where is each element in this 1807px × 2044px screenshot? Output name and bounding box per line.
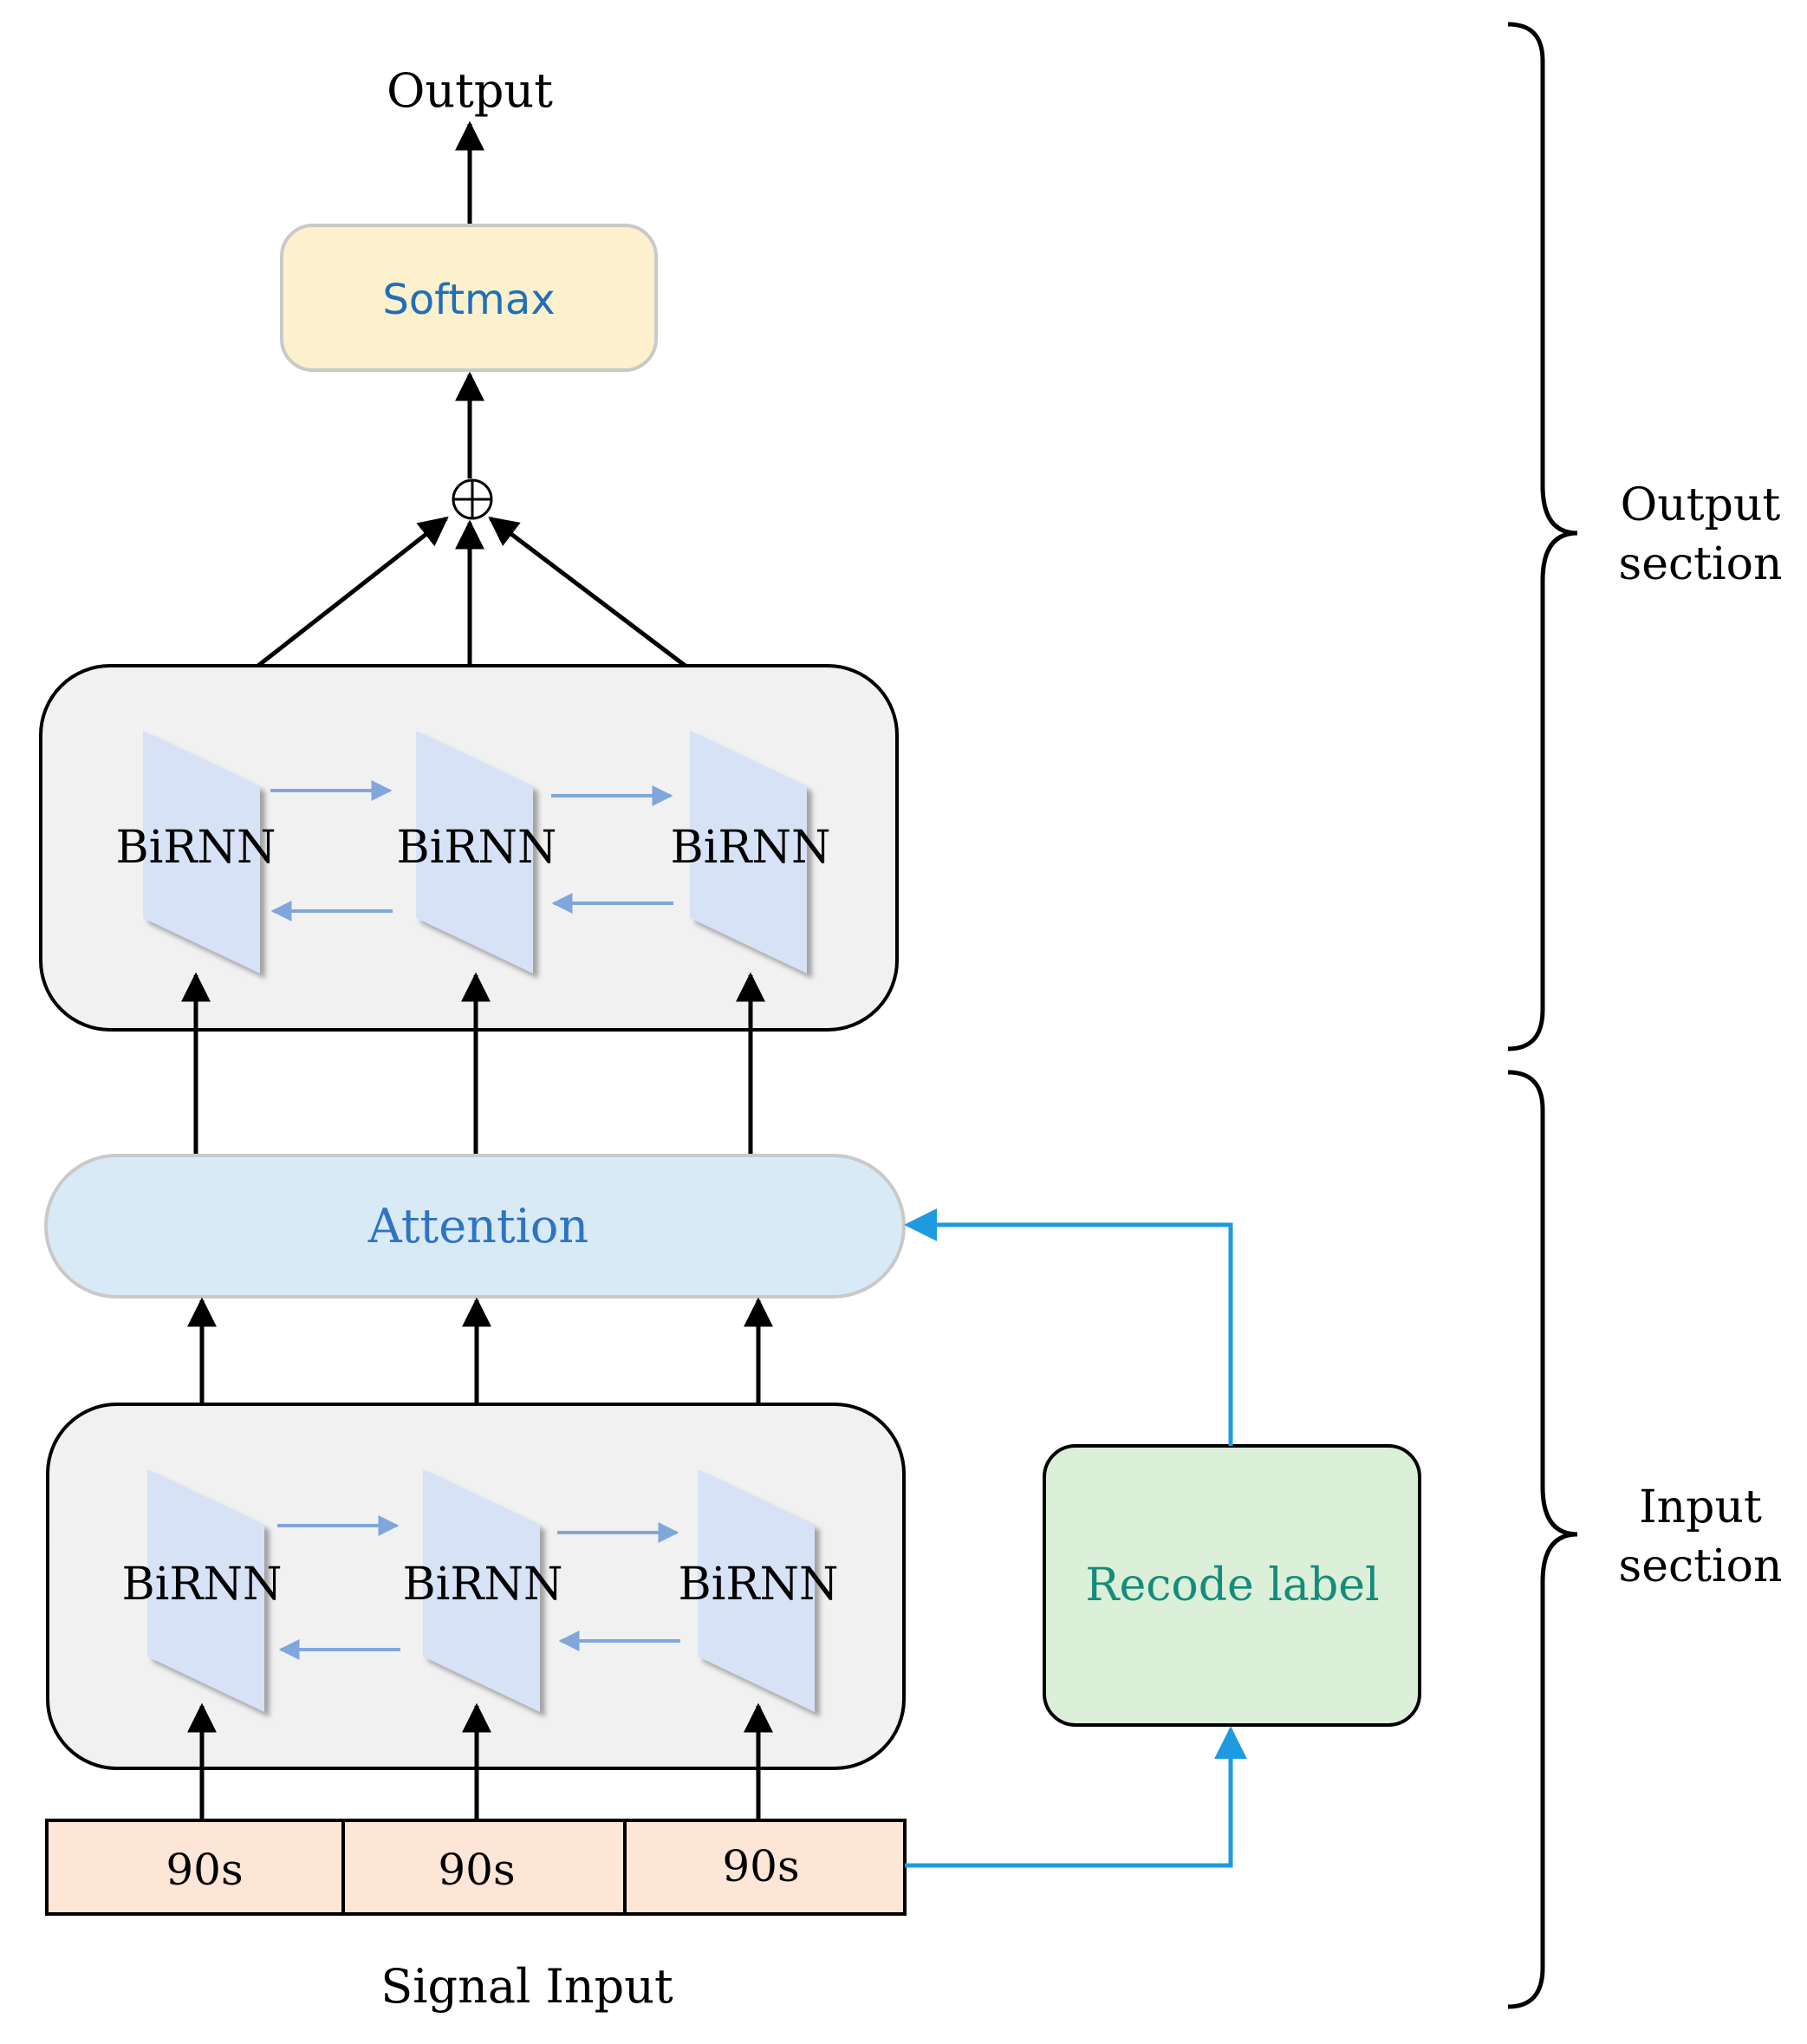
recode-to-attention-link [904,1208,1233,1446]
lower-birnn-cell-3 [698,1469,815,1712]
recode-label-box: Recode label [1043,1444,1421,1727]
upper-birnn-label-3: BiRNN [671,822,831,874]
signal-input-bar: 90s 90s 90s [45,1819,907,1916]
recode-label-text: Recode label [1085,1559,1379,1611]
softmax-box: Softmax [280,224,658,372]
attention-box: Attention [44,1154,906,1299]
lower-birnn-cell-2 [423,1469,540,1712]
attention-label: Attention [367,1199,588,1253]
upper-birnn-label-1: BiRNN [116,822,276,874]
lower-birnn-label-2: BiRNN [403,1559,563,1611]
signal-segment-1-label: 90s [166,1845,243,1895]
input-section-label-line1: Input [1639,1481,1762,1533]
input-section-brace [1507,1070,1578,2009]
signal-segment-3 [623,1819,907,1916]
lower-birnn-label-1: BiRNN [122,1559,283,1611]
upper-birnn-cell-3 [690,731,807,973]
output-section-label-line1: Output [1621,479,1781,531]
output-section-label-line2: section [1619,538,1783,590]
softmax-label: Softmax [382,276,555,324]
signal-segment-1 [45,1819,345,1916]
upper-birnn-cell-1 [143,731,260,973]
signal-to-recode-link [905,1726,1247,1868]
signal-segment-3-label: 90s [722,1841,799,1891]
signal-input-label: Signal Input [380,1959,673,2014]
output-label: Output [387,63,553,118]
input-section-label-line2: section [1619,1540,1783,1592]
combine-symbol [452,478,493,520]
lower-birnn-label-3: BiRNN [679,1559,839,1611]
lower-birnn-cell-1 [147,1469,264,1712]
signal-segment-2 [341,1819,627,1916]
output-section-brace [1507,22,1578,1051]
upper-birnn-label-2: BiRNN [397,822,557,874]
upper-birnn-cell-2 [416,731,533,973]
signal-segment-2-label: 90s [438,1845,515,1895]
